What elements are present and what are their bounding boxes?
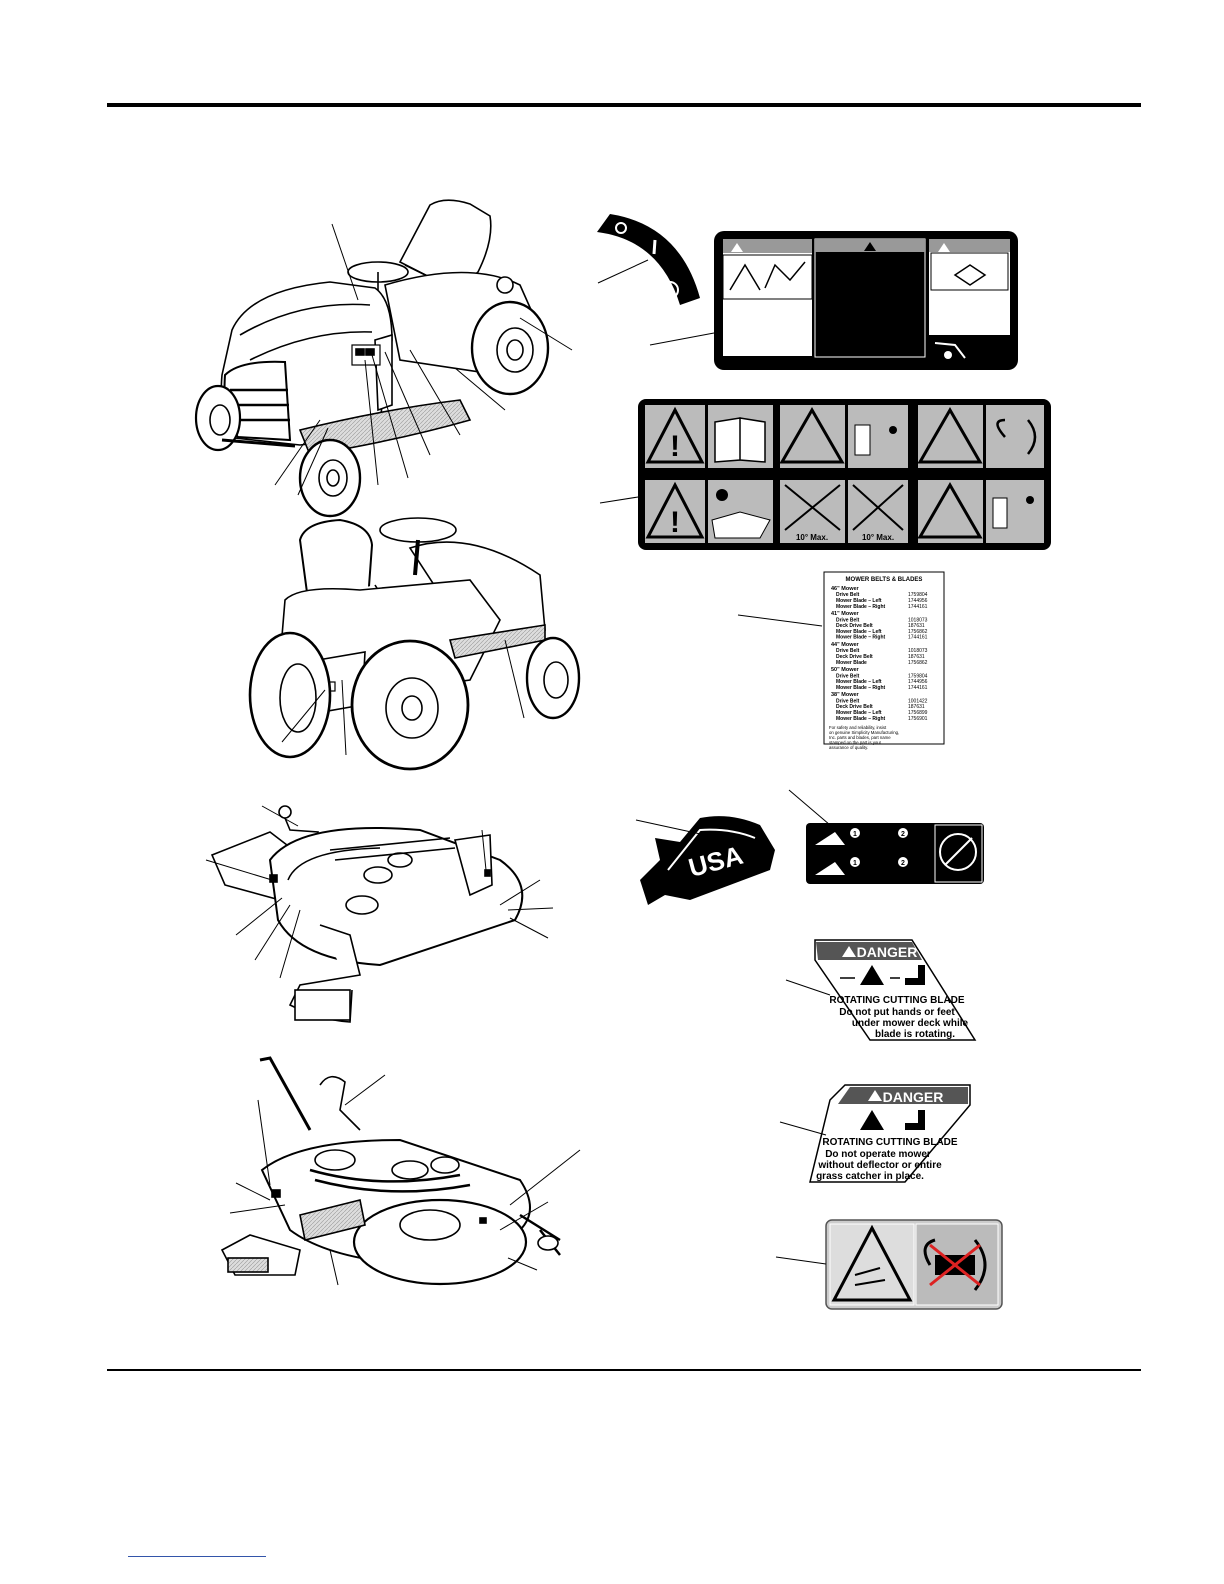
belts-part-name: Drive Belt: [836, 648, 860, 654]
danger-deck-decal: DANGER ROTATING CUTTING BLADE Do not put…: [785, 939, 977, 1041]
belts-part-number: 1744956: [908, 598, 928, 604]
belts-part-name: Drive Belt: [836, 617, 860, 623]
ignition-switch-decal: [597, 214, 700, 305]
danger-deck-title: ROTATING CUTTING BLADE: [829, 995, 965, 1006]
tractor-rear-illustration: [248, 517, 581, 771]
mower-deck-illustration-1: [205, 805, 554, 1023]
danger-chute-decal: DANGER ROTATING CUTTING BLADE Do not ope…: [779, 1084, 971, 1183]
belts-footer-line: on genuine Simplicity Manufacturing,: [829, 730, 899, 735]
footer-link-underline: [128, 1556, 266, 1557]
belts-part-name: Mower Blade: [836, 660, 867, 666]
slope-limit-right: 10° Max.: [862, 533, 894, 542]
belts-part-name: Deck Drive Belt: [836, 654, 873, 660]
belts-section-heading: 44" Mower: [831, 642, 860, 648]
warning-symbol-2: !: [670, 506, 680, 539]
danger-deck-line-2: under mower deck while: [852, 1018, 969, 1029]
belts-part-number: 1756862: [908, 660, 928, 666]
belts-part-name: Deck Drive Belt: [836, 623, 873, 629]
belts-part-number: 1018073: [908, 648, 928, 654]
belts-part-number: 1744161: [908, 635, 928, 641]
belts-part-number: 187631: [908, 623, 925, 629]
danger-deck-line-3: blade is rotating.: [875, 1029, 955, 1040]
belts-part-number: 1759804: [908, 592, 928, 598]
belts-footer-line: Inc. parts and blades, part name: [829, 735, 891, 740]
belts-part-name: Mower Blade – Left: [836, 629, 882, 635]
belts-part-name: Mower Blade – Right: [836, 685, 886, 691]
safety-pictogram-decal: ! ! 10° Max. 10° Max.: [599, 399, 1051, 550]
belts-section-heading: 46" Mower: [831, 586, 860, 592]
warning-symbol: !: [670, 430, 680, 463]
belts-section-heading: 50" Mower: [831, 667, 860, 673]
operation-warning-decal: [649, 231, 1018, 370]
footer-rule: [107, 1369, 1141, 1371]
danger-chute-line-1: Do not operate mower: [825, 1149, 931, 1160]
belts-section-heading: 41" Mower: [831, 611, 860, 617]
belts-part-name: Drive Belt: [836, 673, 860, 679]
usa-flag-decal: USA: [635, 816, 775, 905]
pto-step-2: 2: [901, 831, 905, 838]
belts-part-number: 1756862: [908, 629, 928, 635]
pto-step-3: 1: [853, 860, 857, 867]
belts-part-name: Mower Blade – Left: [836, 710, 882, 716]
danger-chute-header: DANGER: [883, 1089, 944, 1105]
belts-part-name: Drive Belt: [836, 592, 860, 598]
belts-table-title: MOWER BELTS & BLADES: [846, 577, 923, 583]
belts-part-name: Mower Blade – Left: [836, 598, 882, 604]
belts-part-name: Mower Blade – Left: [836, 679, 882, 685]
pto-step-1: 1: [853, 831, 857, 838]
belts-section-heading: 38" Mower: [831, 692, 860, 698]
belts-part-number: 187631: [908, 704, 925, 710]
danger-chute-line-3: grass catcher in place.: [816, 1171, 924, 1182]
belts-part-number: 1744161: [908, 604, 928, 610]
danger-chute-line-2: without deflector or entire: [817, 1160, 942, 1171]
belts-part-number: 1744956: [908, 679, 928, 685]
danger-deck-line-1: Do not put hands or feet: [839, 1007, 955, 1018]
tractor-front-illustration: [194, 199, 573, 518]
belts-part-number: 1744161: [908, 685, 928, 691]
pto-step-4: 2: [901, 860, 905, 867]
belts-part-number: 1001422: [908, 698, 928, 704]
belts-footer-line: assurance of quality.: [829, 745, 868, 750]
header-rule: [107, 103, 1141, 107]
rotating-blade-decal: [775, 1219, 1003, 1310]
pto-engage-decal: 1 2 1 2: [788, 789, 984, 884]
belts-part-name: Mower Blade – Right: [836, 716, 886, 722]
belts-part-name: Deck Drive Belt: [836, 704, 873, 710]
belts-part-name: Mower Blade – Right: [836, 635, 886, 641]
belts-part-number: 1756899: [908, 710, 928, 716]
belts-part-number: 1018073: [908, 617, 928, 623]
belts-part-number: 1759804: [908, 673, 928, 679]
slope-limit-left: 10° Max.: [796, 533, 828, 542]
belts-part-number: 1756901: [908, 716, 928, 722]
mower-deck-illustration-2: [220, 1056, 581, 1286]
danger-chute-title: ROTATING CUTTING BLADE: [822, 1137, 958, 1148]
belts-footer-line: For safety and reliability, insist: [829, 725, 887, 730]
belts-part-name: Mower Blade – Right: [836, 604, 886, 610]
belts-part-number: 187631: [908, 654, 925, 660]
belts-footer-line: stamped on the part is your: [829, 740, 882, 745]
belts-part-name: Drive Belt: [836, 698, 860, 704]
danger-deck-header: DANGER: [857, 944, 918, 960]
